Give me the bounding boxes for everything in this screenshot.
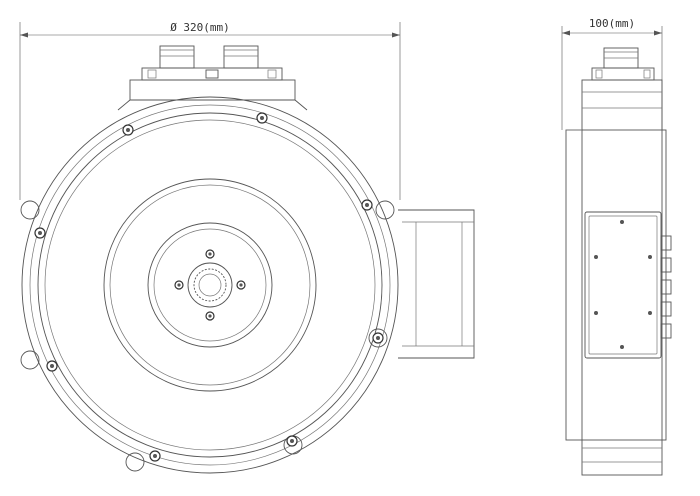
bolt-icon <box>122 124 134 136</box>
connector-mount-plate <box>141 67 283 81</box>
connector-right <box>223 45 259 69</box>
gland <box>660 323 672 339</box>
terminal-box <box>398 209 475 359</box>
screw-icon <box>648 255 652 259</box>
dimension-arrow-right <box>392 32 400 38</box>
bolt-icon <box>372 332 384 344</box>
housing-flange-ring <box>29 104 391 466</box>
spline-outer <box>187 262 233 308</box>
bolt-icon <box>256 112 268 124</box>
gland <box>660 301 672 317</box>
gland <box>660 235 672 251</box>
dimension-arrow-left <box>20 32 28 38</box>
bolt-icon <box>205 311 215 321</box>
bolt-icon <box>361 199 373 211</box>
width-dimension: 100(mm) <box>561 17 663 130</box>
flange-ears <box>20 200 395 472</box>
bolt-icon <box>205 249 215 259</box>
housing-bolts <box>34 112 384 462</box>
screw-icon <box>594 255 598 259</box>
cover-screws <box>594 220 652 349</box>
flange-ear <box>368 328 388 348</box>
bolt-icon <box>236 280 246 290</box>
housing-outer-ring <box>21 96 399 474</box>
bolt-icon <box>46 360 58 372</box>
screw-icon <box>620 220 624 224</box>
gland <box>660 279 672 295</box>
side-connector <box>591 47 655 81</box>
hub-outer-ring <box>147 222 273 348</box>
bolt-icon <box>174 280 184 290</box>
side-view: 100(mm) <box>561 17 672 476</box>
hub-bolts <box>174 249 246 321</box>
diameter-label: Ø 320(mm) <box>170 21 230 34</box>
front-view: Ø 320(mm) <box>19 21 475 474</box>
bolt-icon <box>34 227 46 239</box>
width-label: 100(mm) <box>589 17 635 30</box>
terminal-cover-plate <box>584 211 662 359</box>
rotor-outer-ring <box>103 178 317 392</box>
screw-icon <box>648 311 652 315</box>
bolt-icon <box>286 435 298 447</box>
cable-glands <box>660 235 672 339</box>
flange-ear <box>125 452 145 472</box>
dimension-arrow-right <box>654 30 662 36</box>
diameter-dimension: Ø 320(mm) <box>19 21 401 200</box>
spline-inner <box>193 268 227 302</box>
top-connectors <box>129 45 296 101</box>
flange-ear <box>20 200 40 220</box>
flange-ear <box>20 350 40 370</box>
connector-center-stub <box>205 69 219 79</box>
flange-ear <box>375 200 395 220</box>
side-housing <box>565 129 667 441</box>
housing-inner-ring <box>37 112 383 458</box>
bolt-icon <box>149 450 161 462</box>
gland <box>660 257 672 273</box>
side-body <box>581 79 663 476</box>
housing-top-transition <box>117 99 308 111</box>
screw-icon <box>594 311 598 315</box>
screw-icon <box>620 345 624 349</box>
terminal-box-outline <box>398 209 475 359</box>
dimension-arrow-left <box>562 30 570 36</box>
connector-left <box>159 45 195 69</box>
